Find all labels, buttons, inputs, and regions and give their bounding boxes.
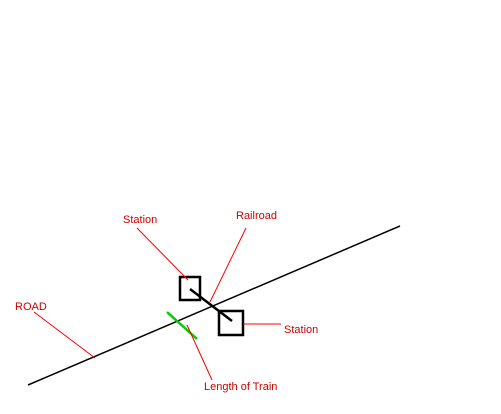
station-top-label: Station: [123, 214, 157, 226]
road-line: [27, 225, 401, 386]
station-box-right: [217, 309, 245, 337]
station-box-top: [178, 275, 202, 302]
station-right-label: Station: [284, 324, 318, 336]
leader-line-railroad: [209, 227, 247, 303]
railroad-label: Railroad: [236, 210, 277, 222]
length-of-train-label: Length of Train: [204, 381, 277, 393]
railroad-line: [189, 288, 233, 322]
leader-line-road: [33, 311, 96, 359]
road-label: ROAD: [15, 301, 47, 313]
leader-line-station-top: [136, 227, 189, 281]
leader-line-length-of-train: [186, 324, 213, 381]
train-length-marker: [166, 311, 198, 340]
